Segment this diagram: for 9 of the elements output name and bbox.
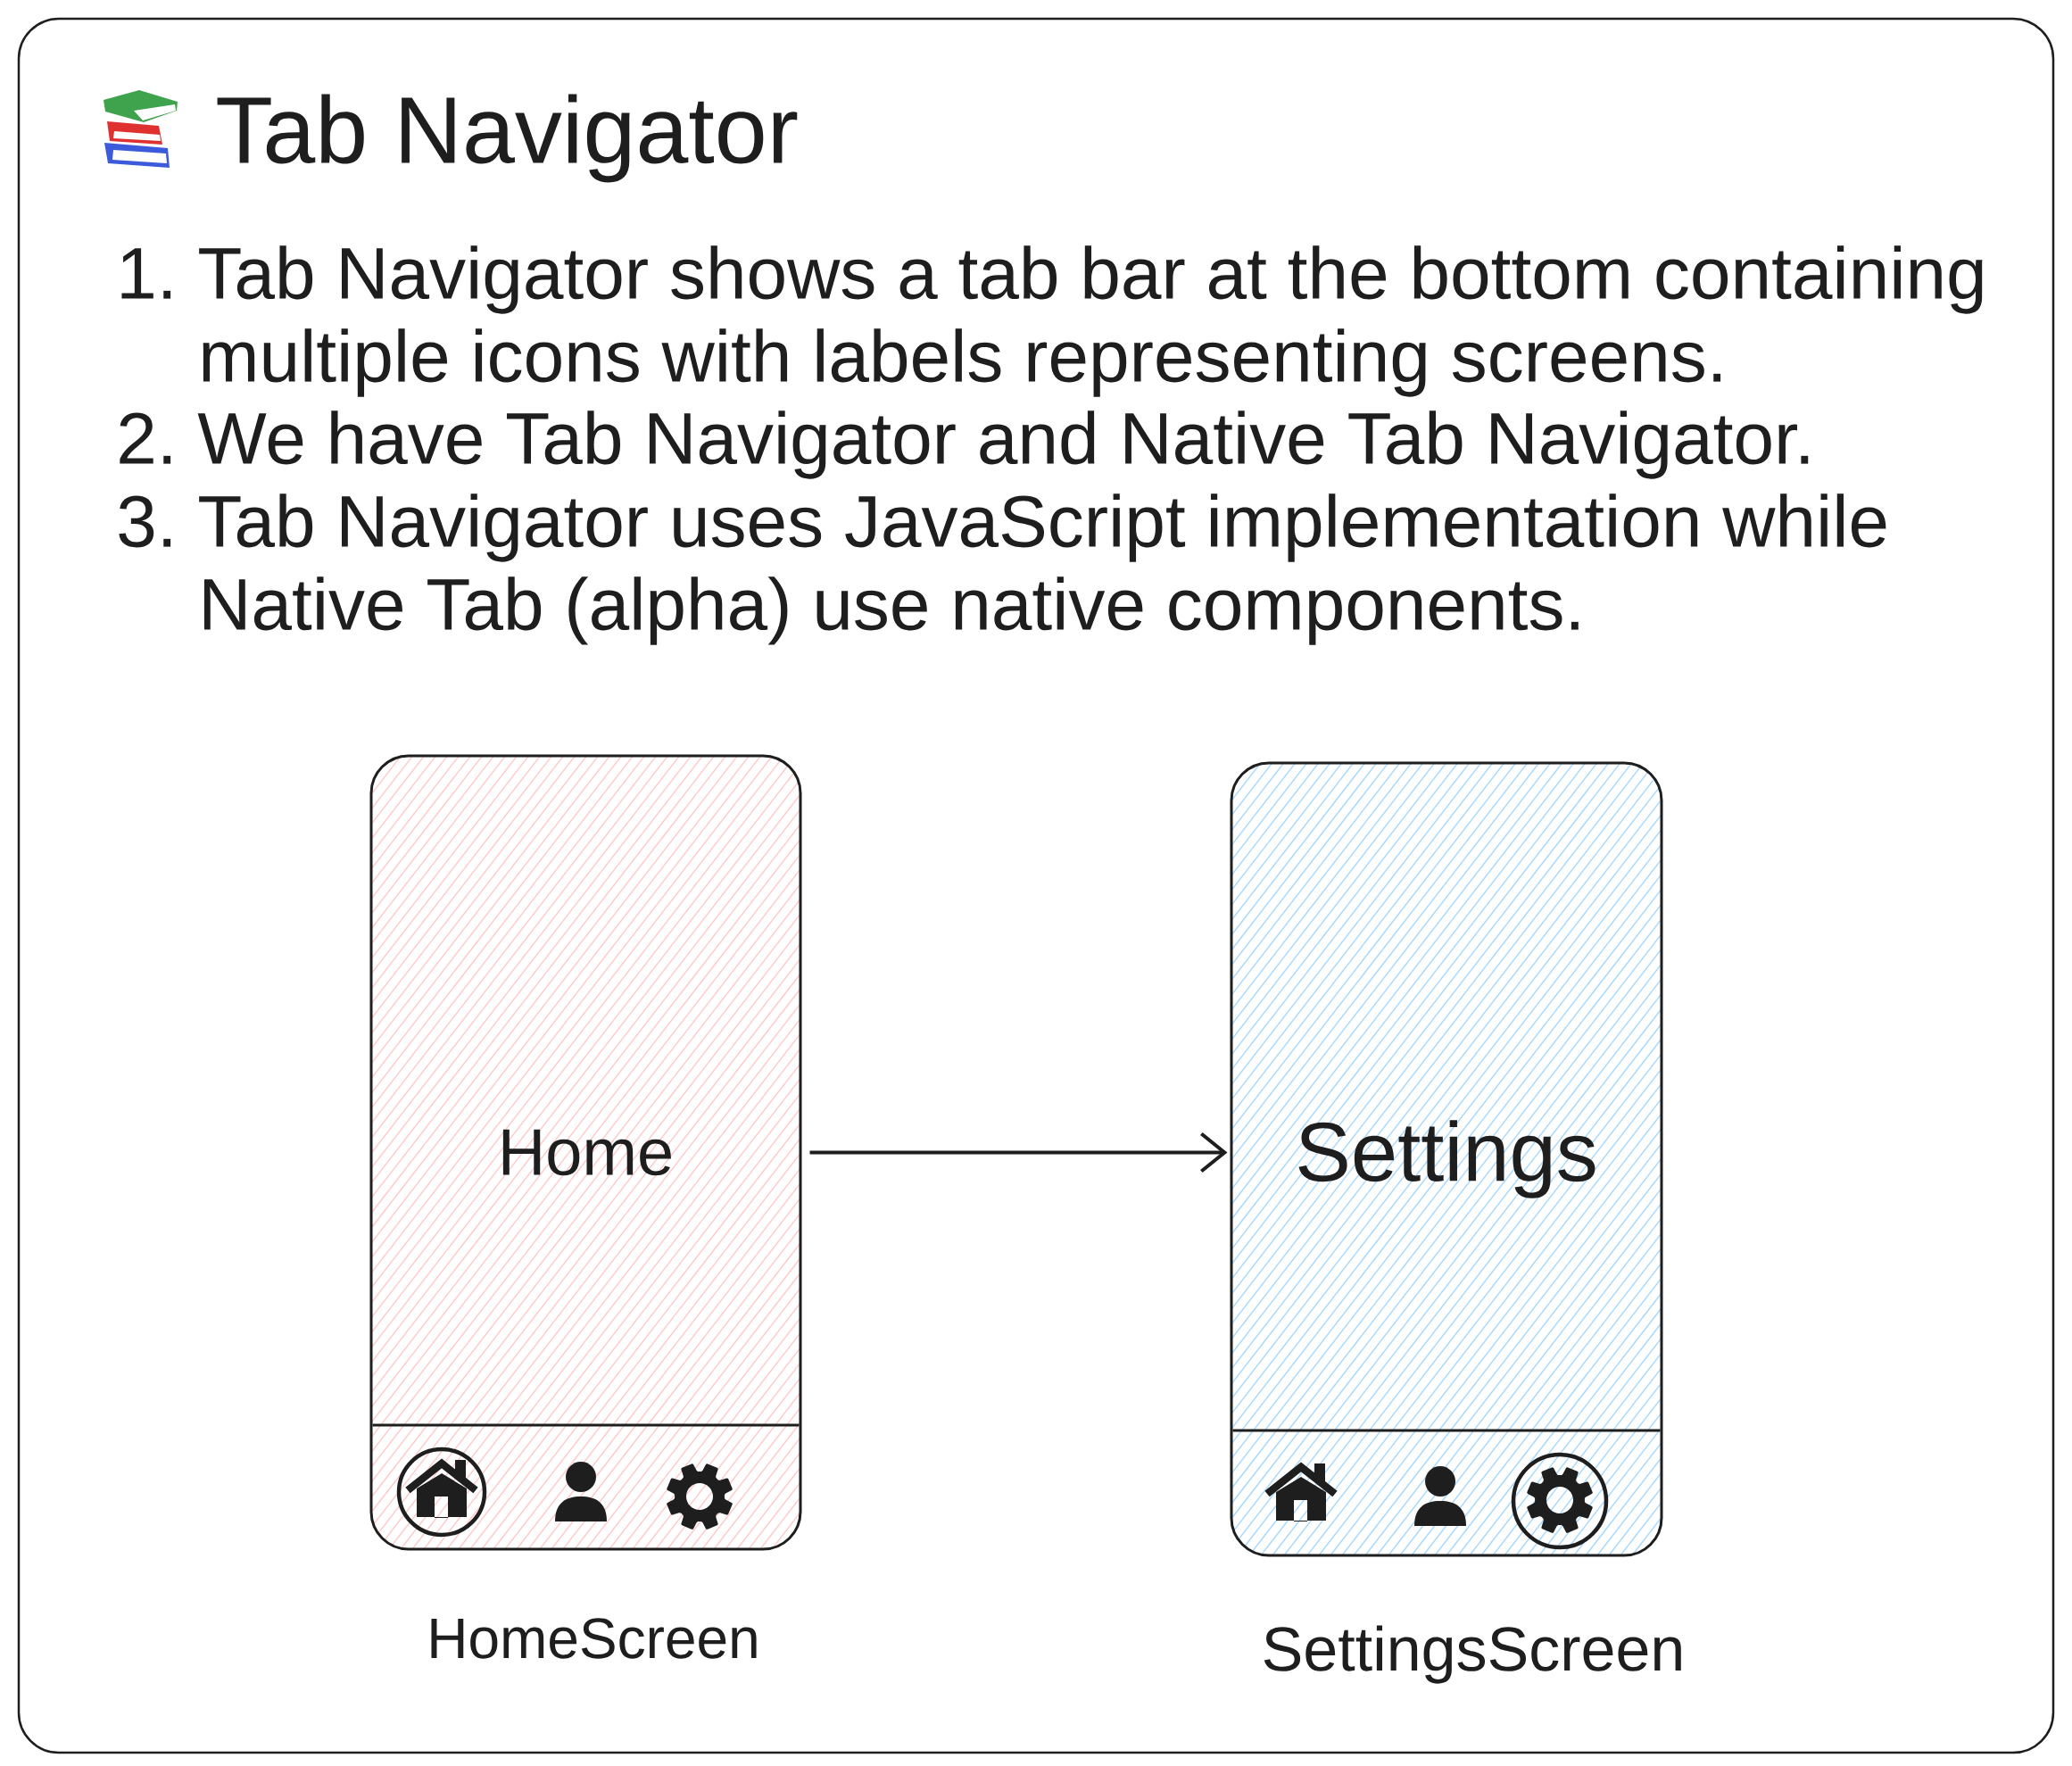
list-item: 3. Tab Navigator uses JavaScript implementation while Native Tab (alpha) use native components. xyxy=(119,493,1886,645)
title: Tab Navigator xyxy=(217,94,798,183)
phone-screen: Settings xyxy=(1230,761,1663,1557)
phone-screen: Home xyxy=(369,754,802,1551)
screen-caption: HomeScreen xyxy=(431,1618,757,1659)
list-item: 2. We have Tab Navigator and Native Tab Navigator. xyxy=(120,410,1809,479)
list-item: 1. Tab Navigator shows a tab bar at the bottom containing multiple icons with labels representing screens. xyxy=(121,245,1983,397)
arrow xyxy=(809,1132,1228,1173)
screen-caption: SettingsScreen xyxy=(1264,1625,1681,1684)
